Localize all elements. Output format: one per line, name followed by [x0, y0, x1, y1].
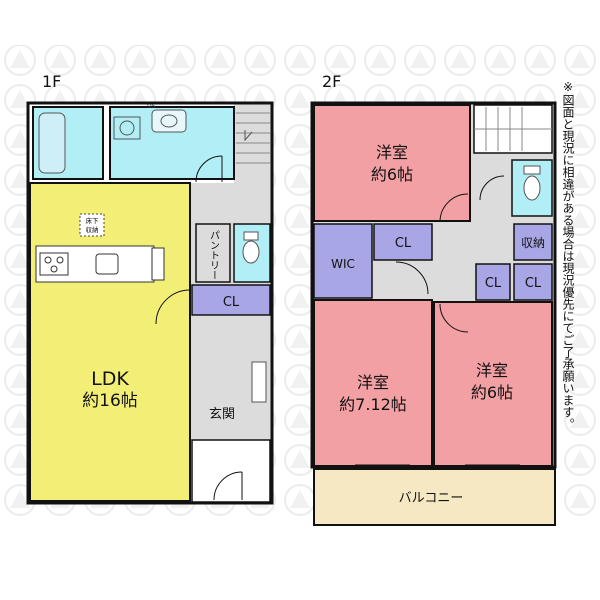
disclaimer-note: ※図面と現況に相違がある場合は現況優先にてご了承願います。 [561, 80, 575, 430]
bedroom-2f-southeast [433, 301, 553, 467]
toilet-2f-icon [523, 175, 541, 201]
ldk-name: LDK [91, 368, 129, 390]
floor-label-1f: 1F [42, 72, 61, 91]
closet-2f-b [475, 263, 511, 301]
bedroom-2f-north [313, 104, 471, 222]
closet-1f [191, 284, 271, 316]
stairs-1f-steps [236, 112, 270, 164]
walls-2f [310, 101, 557, 469]
closet-2f-c-label: CL [525, 276, 542, 291]
entrance-label: 玄関 [209, 407, 235, 422]
fridge-space [151, 247, 165, 281]
pantry [195, 223, 231, 283]
ds-label: DS [147, 103, 156, 110]
bedroom-southwest-name: 洋室 [357, 373, 389, 392]
bedroom-north-name: 洋室 [376, 143, 408, 162]
pantry-label: パントリー [208, 230, 220, 280]
storage-2f [513, 223, 553, 261]
kitchen-sink-icon [95, 253, 119, 275]
bedroom-north-size: 約6帖 [371, 165, 413, 184]
storage-label: 収納 [521, 236, 545, 250]
balcony [313, 468, 556, 526]
ldk-size: 約16帖 [82, 391, 138, 411]
stairs-arrow-icon [244, 130, 253, 142]
bedroom-southeast-name: 洋室 [476, 361, 508, 380]
closet-1f-label: CL [223, 295, 240, 310]
closet-2f-a-label: CL [395, 236, 412, 251]
floor-storage-label-2: 収納 [86, 225, 99, 234]
door-swings-1f [155, 155, 243, 501]
entrance-doorway [191, 439, 271, 503]
floor-storage [79, 213, 105, 237]
toilet-icon [242, 240, 260, 264]
sink-icon [151, 109, 187, 133]
wic-label: WIC [331, 257, 355, 271]
shoe-cabinet [251, 361, 267, 403]
closet-2f-c [513, 263, 553, 301]
bedroom-southeast-size: 約6帖 [471, 383, 513, 402]
ldk-room [29, 182, 191, 502]
floor-storage-label-1: 床下 [86, 216, 100, 225]
walls-1f [26, 101, 274, 505]
bedroom-2f-southwest [313, 299, 433, 467]
stairs-2f-steps [474, 107, 552, 151]
closet-2f-a [373, 223, 433, 261]
bedroom-southwest-size: 約7.12帖 [339, 395, 407, 414]
balcony-label: バルコニー [399, 491, 464, 506]
stove-icon [39, 252, 69, 276]
washing-machine-icon [113, 116, 141, 140]
door-swings-2f [395, 175, 505, 333]
walk-in-closet [313, 223, 373, 299]
floor-label-2f: 2F [322, 72, 341, 91]
bathtub-icon [38, 112, 66, 174]
closet-2f-b-label: CL [485, 276, 502, 291]
